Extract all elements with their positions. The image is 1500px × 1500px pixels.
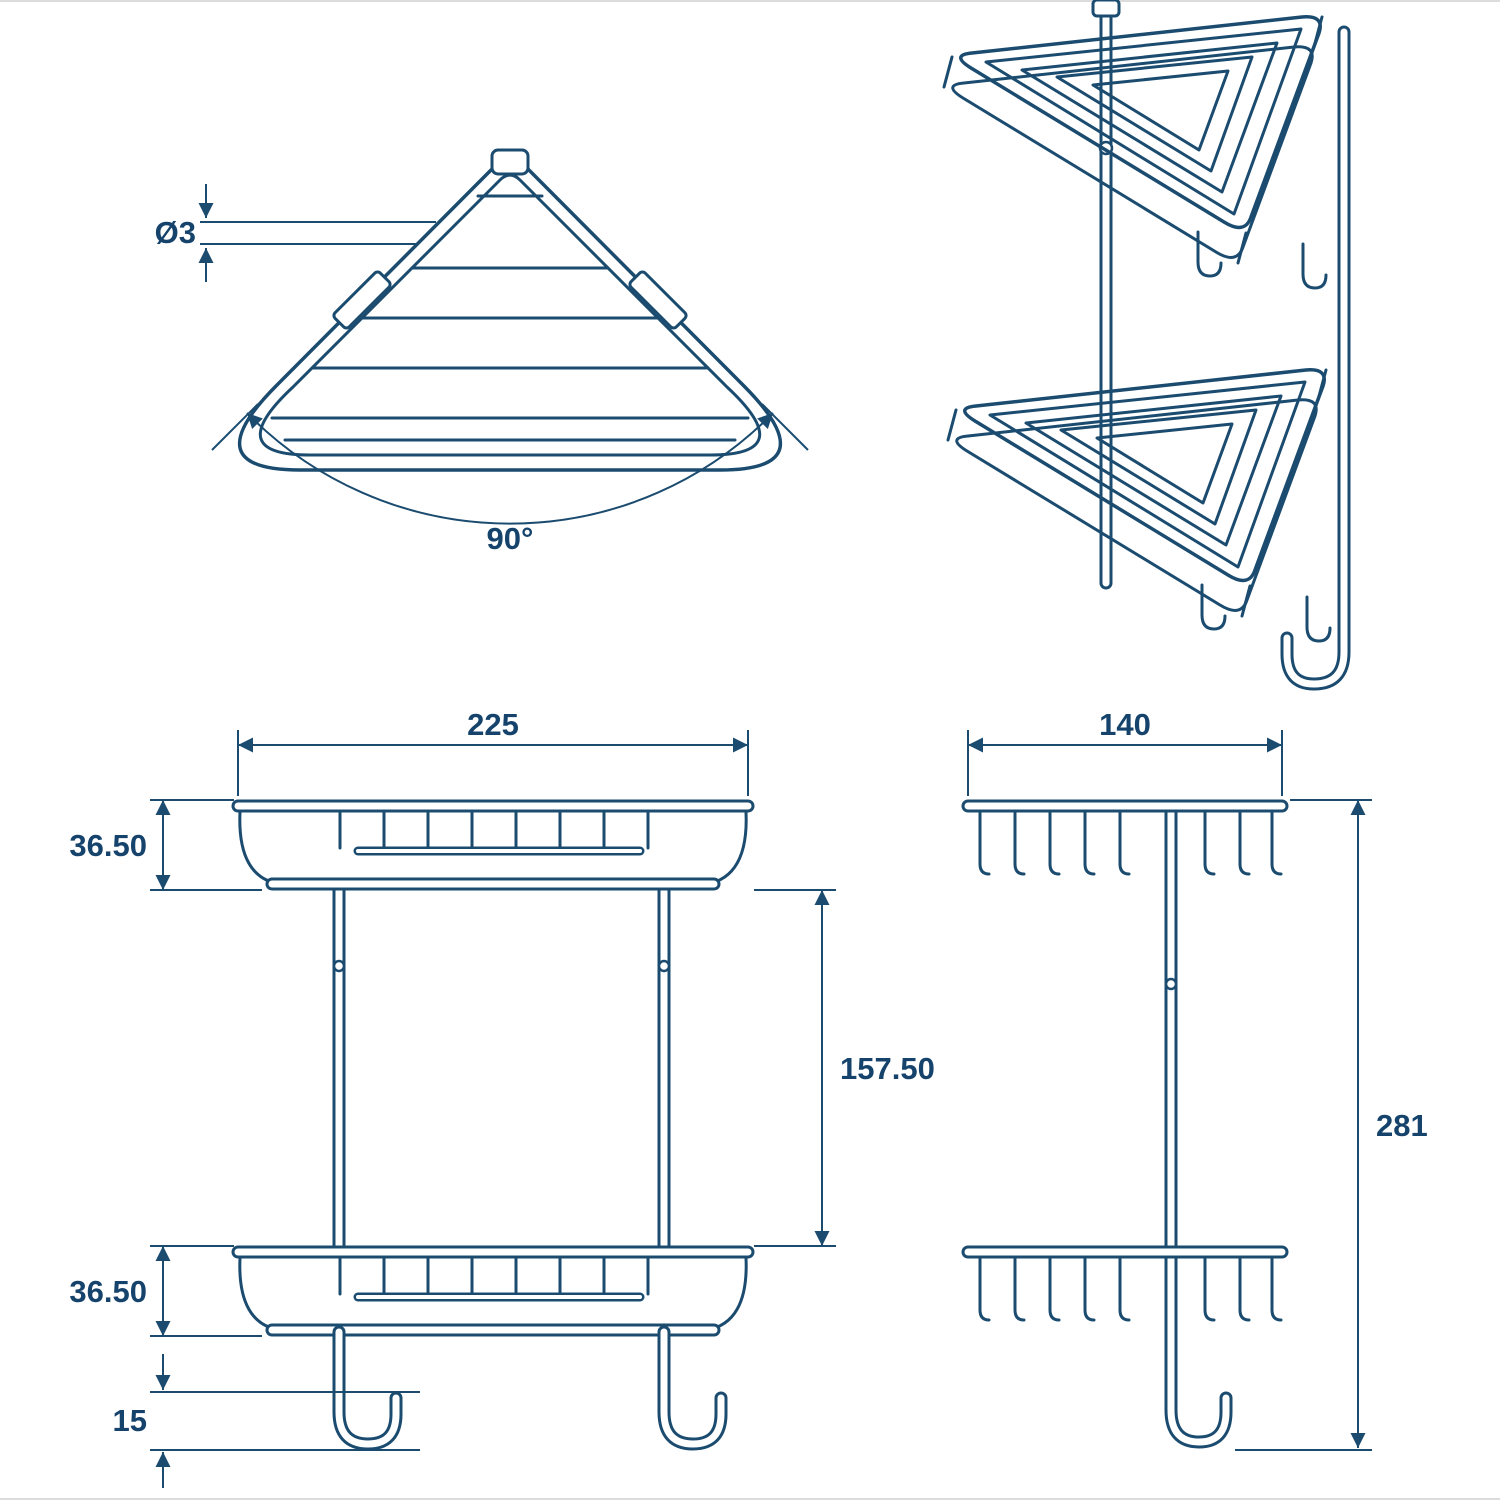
- overall-width-label: 225: [467, 707, 519, 742]
- side-lower-tray: [961, 1245, 1289, 1322]
- side-screw-hole: [1164, 977, 1178, 991]
- plan-mounting-clip-left: [332, 270, 392, 330]
- front-screw-hole-right: [657, 959, 671, 973]
- dim-overall-width: 225: [237, 707, 749, 796]
- front-hook-right: [657, 1325, 728, 1451]
- dim-lower-basket-height: 36.50: [69, 1245, 262, 1337]
- side-wall-rail: [1164, 799, 1233, 1449]
- front-hook-left: [332, 1325, 403, 1451]
- perspective-lower-basket: [946, 368, 1332, 643]
- dim-overall-depth: 140: [967, 707, 1283, 796]
- lower-basket-height-label: 36.50: [69, 1274, 147, 1309]
- overall-depth-label: 140: [1099, 707, 1151, 742]
- front-elevation: 225 36.50 157.50 36.50 15: [69, 707, 935, 1488]
- plan-mounting-clip-right: [628, 270, 688, 330]
- plan-hanging-tab: [490, 148, 530, 176]
- tier-spacing-label: 157.50: [840, 1051, 935, 1086]
- front-lower-basket: [231, 1245, 755, 1337]
- side-upper-tray: [961, 799, 1289, 876]
- dim-tier-spacing: 157.50: [754, 889, 935, 1247]
- hook-clearance-label: 15: [113, 1403, 147, 1438]
- overall-height-label: 281: [1376, 1108, 1428, 1143]
- dim-overall-height: 281: [1235, 799, 1428, 1451]
- dim-wire-diameter: Ø3: [155, 184, 436, 282]
- dim-hook-clearance: 15: [113, 1354, 420, 1488]
- perspective-view: [942, 0, 1351, 691]
- plan-view: Ø3 90°: [155, 148, 809, 556]
- front-upper-basket: [231, 799, 755, 891]
- plan-basket-outline: [237, 155, 783, 472]
- perspective-upper-basket: [942, 15, 1328, 290]
- dim-upper-basket-height: 36.50: [69, 799, 262, 891]
- wall-rail-right: [1280, 25, 1351, 691]
- front-screw-hole-left: [332, 959, 346, 973]
- side-elevation: 140 281: [961, 707, 1428, 1451]
- corner-angle-label: 90°: [487, 521, 534, 556]
- upper-basket-height-label: 36.50: [69, 828, 147, 863]
- dim-corner-angle: 90°: [211, 403, 809, 556]
- wire-diameter-label: Ø3: [155, 215, 196, 250]
- mounting-tab: [1091, 0, 1121, 18]
